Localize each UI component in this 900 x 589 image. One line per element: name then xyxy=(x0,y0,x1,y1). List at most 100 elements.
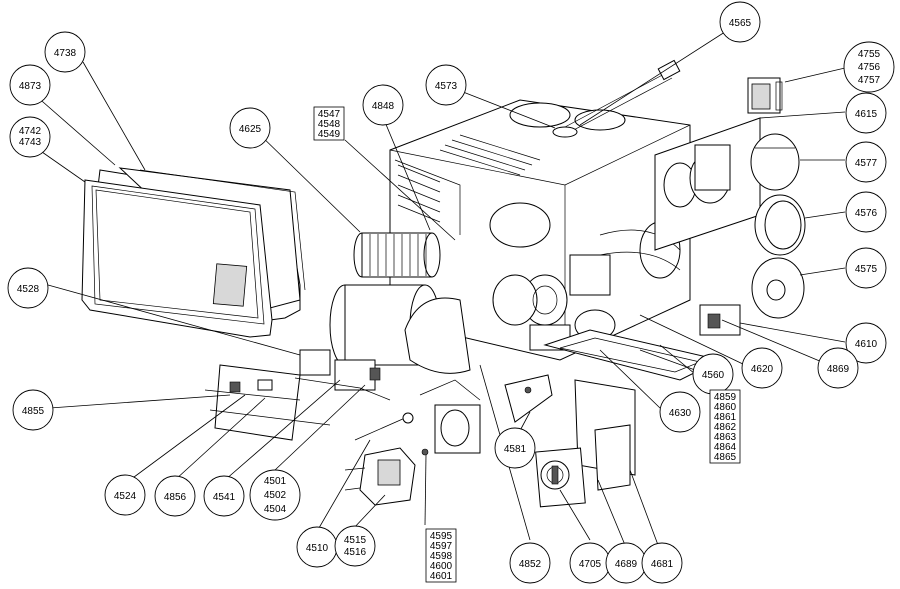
callout-4528-text: 4528 xyxy=(17,284,40,295)
callout-4504-text: 4504 xyxy=(264,504,287,515)
callout-4615: 4615 xyxy=(845,92,887,134)
callout-4756-text: 4756 xyxy=(858,62,881,73)
callout-4573: 4573 xyxy=(425,64,467,106)
exhaust-ring xyxy=(754,194,806,256)
callout-4581-text: 4581 xyxy=(504,444,527,455)
callout-4848: 4848 xyxy=(362,84,404,126)
callout-4873-text: 4873 xyxy=(19,81,42,92)
callout-4581: 4581 xyxy=(494,427,536,469)
callout-4630-text: 4630 xyxy=(669,408,692,419)
callout-4855: 4855 xyxy=(12,389,54,431)
callout-4541: 4541 xyxy=(203,475,245,517)
callout-4510: 4510 xyxy=(296,526,338,568)
exhaust-cap xyxy=(750,133,800,191)
boxed-label-4859-line-1: 4859 xyxy=(714,392,737,403)
callout-4560-text: 4560 xyxy=(702,370,725,381)
callout-4565-text: 4565 xyxy=(729,18,752,29)
callout-4852-text: 4852 xyxy=(519,559,542,570)
callout-4560: 4560 xyxy=(692,353,734,395)
callout-4541-text: 4541 xyxy=(213,492,236,503)
combustion-chamber xyxy=(535,379,636,508)
callout-4738-text: 4738 xyxy=(54,48,77,59)
mounting-plate xyxy=(654,117,761,251)
parts-illustration xyxy=(81,59,806,508)
callout-4515: 4515 4516 xyxy=(334,525,376,567)
boxed-label-4595: 4595 4597 4598 4600 4601 xyxy=(425,528,457,583)
igniter xyxy=(354,412,414,441)
boxed-label-4595-line-2: 4597 xyxy=(430,541,453,552)
callout-4577-text: 4577 xyxy=(855,158,878,169)
control-board xyxy=(204,364,331,441)
callout-4620-text: 4620 xyxy=(751,364,774,375)
boxed-label-4547-line-1: 4547 xyxy=(318,109,341,120)
boxed-label-4595-line-1: 4595 xyxy=(430,531,453,542)
callout-4510-text: 4510 xyxy=(306,543,329,554)
callout-4501: 4501 4502 4504 xyxy=(249,469,301,521)
callout-4852: 4852 xyxy=(509,542,551,584)
callout-4625: 4625 xyxy=(229,107,271,149)
blower-motor xyxy=(419,379,481,454)
callout-4869: 4869 xyxy=(817,347,859,389)
callout-4501-text: 4501 xyxy=(264,476,287,487)
callout-4576-text: 4576 xyxy=(855,208,878,219)
callout-4755-text: 4755 xyxy=(858,49,881,60)
access-door-assembly xyxy=(81,167,306,338)
exhaust-flange xyxy=(751,257,805,319)
callout-4576: 4576 xyxy=(845,191,887,233)
callout-4681: 4681 xyxy=(641,542,683,584)
boxed-label-4547-line-3: 4549 xyxy=(318,129,341,140)
boxed-label-4859: 4859 4860 4861 4862 4863 4864 4865 xyxy=(709,389,741,464)
callout-4856-text: 4856 xyxy=(164,492,187,503)
callout-4575-text: 4575 xyxy=(855,264,878,275)
leader-lines xyxy=(31,29,846,546)
callout-4855-text: 4855 xyxy=(22,406,45,417)
callout-4577: 4577 xyxy=(845,141,887,183)
callout-4515-text: 4515 xyxy=(344,535,367,546)
thermostat-cover xyxy=(747,77,783,114)
callout-4757-text: 4757 xyxy=(858,75,881,86)
callout-4856: 4856 xyxy=(154,475,196,517)
exhaust-tube xyxy=(552,59,681,138)
callout-4755: 4755 4756 4757 xyxy=(843,41,895,93)
callout-4705-text: 4705 xyxy=(579,559,602,570)
boxed-label-4595-line-4: 4600 xyxy=(430,561,453,572)
callout-4575: 4575 xyxy=(845,247,887,289)
bracket xyxy=(504,374,553,423)
callout-4565: 4565 xyxy=(719,1,761,43)
callout-4681-text: 4681 xyxy=(651,559,674,570)
callout-4873: 4873 xyxy=(9,64,51,106)
boxed-label-4547-line-2: 4548 xyxy=(318,119,341,130)
callout-4705: 4705 xyxy=(569,542,611,584)
blower-wheel xyxy=(329,232,471,374)
callout-4742-text: 4742 xyxy=(19,126,42,137)
callout-4516-text: 4516 xyxy=(344,547,367,558)
callout-4625-text: 4625 xyxy=(239,124,262,135)
callout-4524: 4524 xyxy=(104,474,146,516)
callout-4502-text: 4502 xyxy=(264,490,287,501)
callout-4738: 4738 xyxy=(44,31,86,73)
callout-4630: 4630 xyxy=(659,391,701,433)
boxed-label-4595-line-5: 4601 xyxy=(430,571,453,582)
callout-4620: 4620 xyxy=(741,347,783,389)
callout-4524-text: 4524 xyxy=(114,491,137,502)
gas-valve xyxy=(344,447,429,506)
callout-4610: 4610 xyxy=(845,322,887,364)
callout-4528: 4528 xyxy=(7,267,49,309)
boxed-label-4859-line-5: 4863 xyxy=(714,432,737,443)
boxed-label-4859-line-7: 4865 xyxy=(714,452,737,463)
boxed-label-4859-line-6: 4864 xyxy=(714,442,737,453)
callout-4743-text: 4743 xyxy=(19,137,42,148)
callout-4869-text: 4869 xyxy=(827,364,850,375)
callout-4573-text: 4573 xyxy=(435,81,458,92)
boxed-label-4595-line-3: 4598 xyxy=(430,551,453,562)
boxed-label-4859-line-3: 4861 xyxy=(714,412,737,423)
relay-module xyxy=(294,349,391,401)
callout-4689: 4689 xyxy=(605,542,647,584)
boxed-label-4859-line-2: 4860 xyxy=(714,402,737,413)
boxed-label-4859-line-4: 4862 xyxy=(714,422,737,433)
callout-4615-text: 4615 xyxy=(855,109,878,120)
boxed-label-4547: 4547 4548 4549 xyxy=(313,106,345,141)
callout-4689-text: 4689 xyxy=(615,559,638,570)
switch-plate xyxy=(699,304,741,336)
